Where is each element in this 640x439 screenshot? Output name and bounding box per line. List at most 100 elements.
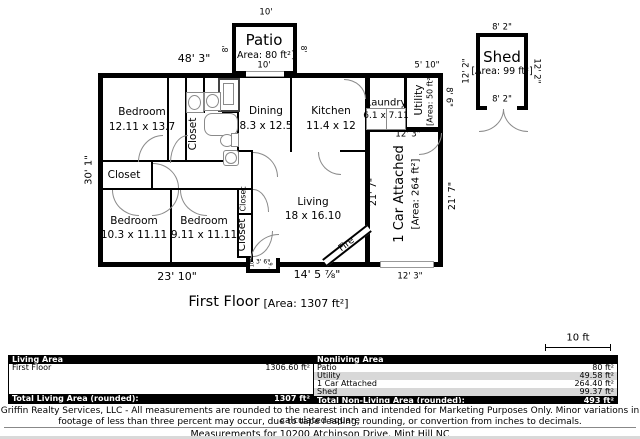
dim-patio-right: 8' bbox=[299, 45, 309, 53]
wall bbox=[237, 190, 239, 258]
door-arc bbox=[138, 135, 163, 162]
room-dims-kitchen: 11.4 x 12 bbox=[306, 120, 356, 133]
dim-bump-right: 1' 6" bbox=[268, 260, 275, 272]
living-area-total: Total Living Area (rounded): 1307 ft² bbox=[9, 394, 313, 403]
wall bbox=[251, 150, 253, 262]
closet-label-bath: Closet bbox=[187, 117, 200, 151]
scale-bar-tick bbox=[610, 344, 611, 351]
door-arc bbox=[479, 109, 504, 132]
dim-garage-left: 21' 7" bbox=[367, 177, 379, 207]
page-title-area: [Area: 1307 ft²] bbox=[263, 296, 349, 310]
wall bbox=[100, 188, 253, 190]
dim-bedrooms-bottom: 23' 10" bbox=[157, 269, 197, 283]
dim-garage-right: 21' 7" bbox=[446, 181, 458, 211]
shed-door-opening bbox=[487, 105, 517, 111]
dim-house-top: 48' 3" bbox=[177, 51, 211, 65]
wall bbox=[290, 75, 292, 152]
table-filler bbox=[9, 372, 313, 394]
total-value: 493 ft² bbox=[583, 396, 614, 403]
total-value: 1307 ft² bbox=[274, 394, 310, 403]
wall bbox=[167, 75, 169, 162]
wall bbox=[237, 256, 251, 258]
shower-fixture bbox=[223, 83, 234, 105]
wall bbox=[246, 269, 280, 273]
row-value: 99.37 ft² bbox=[579, 387, 614, 396]
divider bbox=[4, 427, 636, 428]
wall bbox=[222, 111, 239, 113]
closet-label-hall: Closet bbox=[107, 169, 141, 182]
door-arc bbox=[180, 190, 207, 216]
room-label-patio: Patio bbox=[245, 30, 283, 49]
toilet-fixture bbox=[231, 133, 239, 147]
dim-patio-top: 10' bbox=[259, 7, 273, 18]
wall bbox=[170, 190, 172, 262]
scale-bar bbox=[545, 347, 611, 348]
wall bbox=[404, 75, 407, 129]
door-arc bbox=[503, 109, 528, 132]
nonliving-area-table: Nonliving Area Patio 80 ft² Utility 49.5… bbox=[313, 356, 617, 403]
dim-shed-top: 8' 2" bbox=[492, 22, 512, 33]
wall bbox=[237, 213, 251, 215]
dim-shed-bottom: 8' 2" bbox=[492, 94, 512, 105]
door-arc bbox=[170, 135, 188, 163]
address-line: Measurements for 10200 Atchinson Drive, … bbox=[190, 429, 450, 439]
living-area-table: Living Area First Floor 1306.60 ft² Tota… bbox=[9, 356, 313, 403]
room-label-laundry: Laundry bbox=[365, 97, 407, 109]
table-row: 1 Car Attached 264.40 ft² bbox=[314, 380, 617, 388]
dryer-fixture bbox=[386, 108, 406, 130]
door-arc bbox=[318, 152, 341, 175]
row-value: 80 ft² bbox=[592, 363, 614, 372]
room-area-garage: [Area: 264 ft²] bbox=[410, 158, 422, 230]
dim-house-left: 30' 1" bbox=[83, 155, 95, 185]
room-area-shed: [Area: 99 ft²] bbox=[471, 65, 533, 77]
dim-patio-bottom: 10' bbox=[257, 60, 271, 71]
room-dims-laundry: 6.1 x 7.11 bbox=[363, 111, 409, 122]
row-label: Utility bbox=[317, 371, 341, 380]
table-row: Utility 49.58 ft² bbox=[314, 372, 617, 380]
dim-patio-left: 8' bbox=[220, 45, 230, 53]
room-label-dining: Dining bbox=[249, 105, 283, 118]
dim-bump-left: 1' 10" bbox=[249, 258, 256, 274]
room-dims-living: 18 x 16.10 bbox=[284, 210, 342, 223]
room-label-kitchen: Kitchen bbox=[311, 105, 351, 118]
shed-outline bbox=[476, 33, 528, 110]
room-dims-bedroom1: 12.11 x 13.7 bbox=[108, 121, 176, 134]
room-dims-bedroom3: 9.11 x 11.11 bbox=[170, 229, 238, 242]
room-area-patio: [Area: 80 ft²] bbox=[233, 49, 295, 61]
room-label-bedroom3: Bedroom bbox=[180, 215, 228, 228]
row-value: 49.58 ft² bbox=[579, 371, 614, 380]
dim-utility-right: 8' 6" bbox=[443, 87, 454, 107]
room-dims-dining: 8.3 x 12.5 bbox=[239, 120, 293, 133]
wall bbox=[237, 150, 253, 152]
sink-fixture bbox=[225, 152, 237, 164]
wall bbox=[438, 73, 443, 267]
disclaimer-line2: footage of less than three percent may o… bbox=[58, 417, 582, 427]
wall bbox=[246, 258, 250, 273]
dim-shed-left: 12' 2" bbox=[461, 58, 472, 84]
disclaimer-line1: Griffin Realty Services, LLC - All measu… bbox=[0, 406, 640, 426]
table-row: Patio 80 ft² bbox=[314, 364, 617, 372]
table-row: Shed 99.37 ft² bbox=[314, 388, 617, 396]
row-value: 264.40 ft² bbox=[574, 379, 614, 388]
room-label-bedroom2: Bedroom bbox=[110, 215, 158, 228]
room-label-utility: Utility bbox=[413, 84, 426, 116]
dim-shed-right: 12' 2" bbox=[531, 58, 542, 84]
row-label: 1 Car Attached bbox=[317, 379, 377, 388]
door-arc bbox=[112, 190, 139, 216]
row-value: 1306.60 ft² bbox=[265, 363, 310, 372]
patio-sliding-door bbox=[246, 71, 284, 77]
total-label: Total Non-Living Area (rounded): bbox=[317, 396, 465, 403]
bottom-strip bbox=[0, 436, 640, 439]
bump-opening bbox=[250, 261, 276, 268]
scale-label: 10 ft bbox=[566, 332, 590, 344]
dim-bump-width: 3' 6" bbox=[256, 258, 270, 266]
sink-fixture bbox=[206, 94, 219, 108]
row-label: First Floor bbox=[12, 363, 52, 372]
door-arc bbox=[253, 152, 278, 177]
area-summary-table: Living Area First Floor 1306.60 ft² Tota… bbox=[8, 355, 618, 404]
door-arc bbox=[152, 190, 179, 216]
wall bbox=[98, 73, 103, 267]
room-label-shed: Shed bbox=[483, 47, 521, 66]
room-label-garage: 1 Car Attached bbox=[391, 145, 407, 243]
